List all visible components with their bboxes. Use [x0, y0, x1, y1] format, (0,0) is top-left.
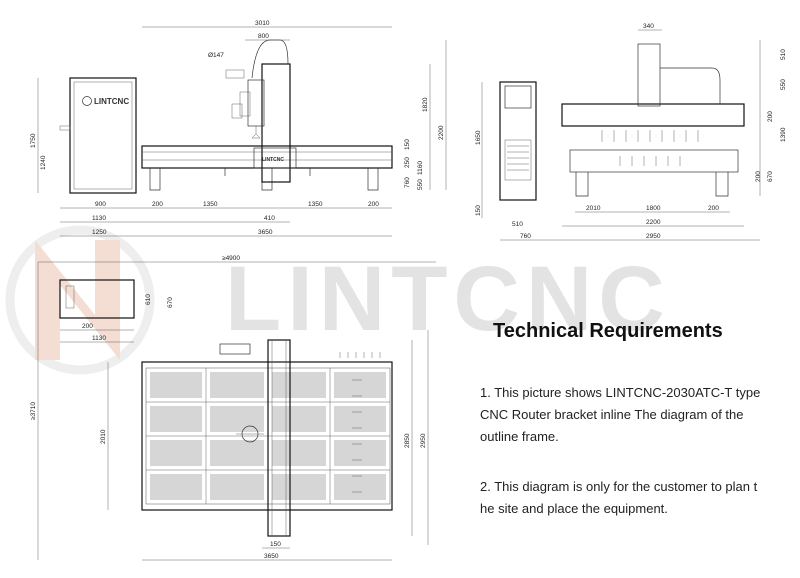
top-view: ≥4900 ≥3710 2010 2850 2950 150 3650 610 …	[30, 255, 436, 561]
dim-side-2010: 2010	[586, 205, 601, 212]
side-table	[561, 103, 745, 127]
top-view-bed	[141, 361, 393, 511]
top-view-dimensions: ≥4900 ≥3710 2010 2850 2950 150 3650 610 …	[30, 255, 436, 561]
dim-side-510: 510	[780, 49, 787, 60]
requirement-2-line-1: 2. This diagram is only for the customer…	[480, 479, 758, 494]
dim-front-left-1750: 1750	[30, 133, 37, 148]
dim-front-width-top: 3010	[255, 20, 270, 27]
dim-front-200a: 200	[152, 201, 163, 208]
gantry-base	[253, 147, 297, 169]
dim-front-diameter: Ø147	[208, 52, 224, 59]
dim-front-760: 760	[404, 177, 411, 188]
requirement-item-1: 1. This picture shows LINTCNC-2030ATC-T …	[480, 382, 780, 448]
dim-top-200: 200	[82, 323, 93, 330]
side-view-dimensions: 340 510 550 200 1390 670 200 1650 150 51…	[475, 23, 787, 241]
dim-side-200c: 200	[708, 205, 719, 212]
top-view-gantry	[267, 339, 291, 537]
watermark-text: LINTCNC	[225, 248, 671, 350]
top-view-cabinet	[59, 279, 135, 319]
dim-side-left-510: 510	[512, 221, 523, 228]
dim-front-1350a: 1350	[203, 201, 218, 208]
control-cabinet	[69, 77, 137, 194]
dim-front-height-1820: 1820	[422, 97, 429, 112]
cable-drag-chain	[251, 39, 289, 79]
dim-side-left-1650: 1650	[475, 130, 482, 145]
side-cable-chain	[660, 67, 721, 104]
dim-front-900: 900	[95, 201, 106, 208]
requirement-item-2: 2. This diagram is only for the customer…	[480, 476, 780, 520]
dim-top-1130: 1130	[92, 335, 106, 342]
dim-front-200b: 200	[368, 201, 379, 208]
dim-side-left-150: 150	[475, 205, 482, 216]
dim-side-340: 340	[643, 23, 654, 30]
dim-side-2950: 2950	[646, 233, 661, 240]
watermark-logo-mark	[5, 225, 155, 375]
dim-front-left-1240: 1240	[40, 155, 47, 170]
requirements-title: Technical Requirements	[493, 320, 723, 342]
cabinet-handle	[59, 125, 71, 131]
gantry-column	[261, 63, 291, 183]
dim-front-1130: 1130	[92, 215, 106, 222]
dim-top-670: 670	[167, 297, 174, 308]
watermark: LINTCNC	[5, 225, 671, 375]
vacuum-table-grid	[145, 367, 391, 505]
table-legs	[149, 168, 379, 191]
dim-top-150: 150	[270, 541, 281, 548]
dim-front-gantry: 800	[258, 33, 269, 40]
cabinet-door-panel	[73, 81, 133, 190]
requirement-1-line-3: outline frame.	[480, 429, 559, 444]
front-view: LINTCNC LINTCNC 3010 800 Ø147 1820 220	[30, 20, 447, 237]
dim-front-height-2200: 2200	[438, 125, 445, 140]
requirement-1-line-1: 1. This picture shows LINTCNC-2030ATC-T …	[480, 385, 761, 400]
dim-top-610: 610	[145, 294, 152, 305]
side-base-frame	[569, 149, 739, 173]
dim-side-2200: 2200	[646, 219, 661, 226]
tool-changer	[601, 130, 699, 166]
dim-top-3650: 3650	[264, 553, 279, 560]
dim-top-4900: ≥4900	[222, 255, 240, 262]
cabinet-logo-text: LINTCNC	[94, 97, 129, 106]
dim-front-1350b: 1350	[308, 201, 323, 208]
dim-top-3710: ≥3710	[30, 402, 37, 420]
dim-front-250: 250	[404, 157, 411, 168]
dim-front-550: 550	[417, 179, 424, 190]
side-gantry	[637, 43, 661, 107]
dim-front-1160: 1160	[417, 161, 424, 175]
dim-side-200: 200	[767, 111, 774, 122]
dim-side-1800: 1800	[646, 205, 661, 212]
dim-side-200b: 200	[755, 171, 762, 182]
dim-side-760: 760	[520, 233, 531, 240]
requirement-1-line-2: CNC Router bracket inline The diagram of…	[480, 407, 744, 422]
front-view-dimensions: 3010 800 Ø147 1820 2200 150 250 1160 760…	[30, 20, 447, 237]
dim-top-2010: 2010	[100, 429, 107, 444]
side-cabinet-screen	[504, 85, 532, 109]
side-cabinet	[499, 81, 537, 201]
dim-top-2850: 2850	[404, 433, 411, 448]
dim-front-410: 410	[264, 215, 275, 222]
side-view: 340 510 550 200 1390 670 200 1650 150 51…	[475, 23, 787, 241]
cabinet-logo-badge: LINTCNC	[82, 96, 129, 106]
dim-side-1390: 1390	[780, 127, 787, 142]
dim-front-1250: 1250	[92, 229, 107, 236]
dim-side-550: 550	[780, 79, 787, 90]
dim-front-3650: 3650	[258, 229, 273, 236]
dim-top-2950: 2950	[420, 433, 427, 448]
requirement-2-line-2: he site and place the equipment.	[480, 501, 668, 516]
dim-side-670: 670	[767, 171, 774, 182]
gantry-logo-text: LINTCNC	[262, 157, 284, 163]
top-view-tool-rack	[339, 352, 381, 493]
dim-front-150: 150	[404, 139, 411, 150]
